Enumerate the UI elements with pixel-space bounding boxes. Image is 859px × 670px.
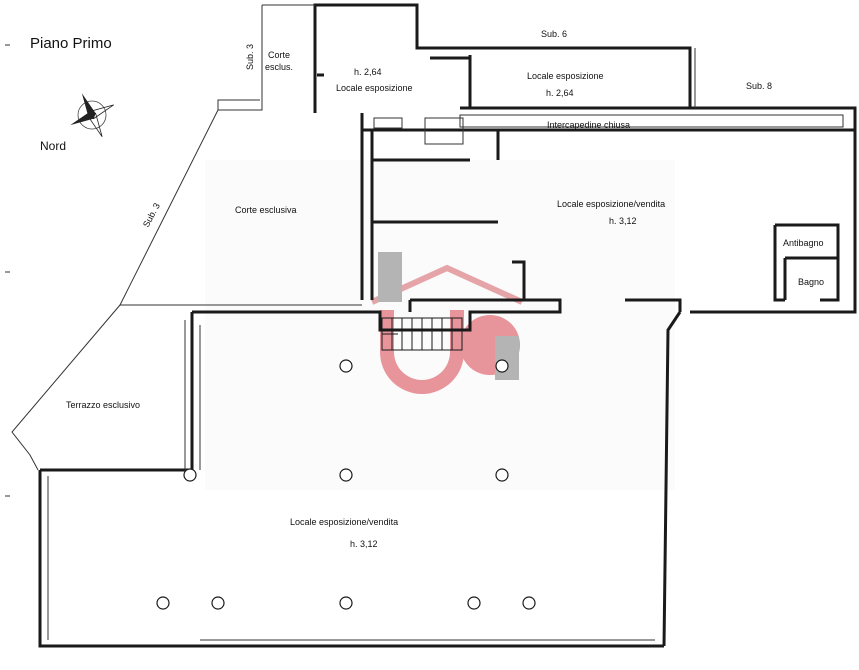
watermark-logo xyxy=(205,160,675,490)
label-top-hall-height: h. 3,12 xyxy=(609,216,637,226)
north-arrow-icon xyxy=(70,93,114,137)
label-top-hall-name: Locale esposizione/vendita xyxy=(557,199,665,209)
label-sub6: Sub. 6 xyxy=(541,29,567,39)
column xyxy=(211,596,225,610)
column xyxy=(339,596,353,610)
column xyxy=(495,468,509,482)
label-sub3-top: Sub. 3 xyxy=(245,44,255,70)
column xyxy=(522,596,536,610)
column xyxy=(495,359,509,373)
label-bottom-hall-name: Locale esposizione/vendita xyxy=(290,517,398,527)
label-room-a-height: h. 2,64 xyxy=(354,67,382,77)
thin-outlines xyxy=(5,4,844,641)
label-corte-esclus-1: Corte xyxy=(268,50,290,60)
label-corte-esclusiva: Corte esclusiva xyxy=(235,205,297,215)
label-room-b-name: Locale esposizione xyxy=(527,71,604,81)
column xyxy=(339,468,353,482)
staircase xyxy=(381,317,463,351)
label-sub8: Sub. 8 xyxy=(746,81,772,91)
label-corte-esclus-2: esclus. xyxy=(265,62,293,72)
label-terrazzo: Terrazzo esclusivo xyxy=(66,400,140,410)
label-bagno: Bagno xyxy=(798,277,824,287)
label-sub3-diagonal: Sub. 3 xyxy=(141,201,162,229)
label-antibagno: Antibagno xyxy=(783,238,824,248)
label-bottom-hall-height: h. 3,12 xyxy=(350,539,378,549)
north-label: Nord xyxy=(40,139,66,153)
label-intercapedine: Intercapedine chiusa xyxy=(547,120,630,130)
plan-title: Piano Primo xyxy=(30,35,112,52)
column xyxy=(339,359,353,373)
columns xyxy=(156,359,536,610)
label-room-a-name: Locale esposizione xyxy=(336,83,413,93)
column xyxy=(183,468,197,482)
label-room-b-height: h. 2,64 xyxy=(546,88,574,98)
building-walls xyxy=(38,3,857,648)
column xyxy=(467,596,481,610)
column xyxy=(156,596,170,610)
